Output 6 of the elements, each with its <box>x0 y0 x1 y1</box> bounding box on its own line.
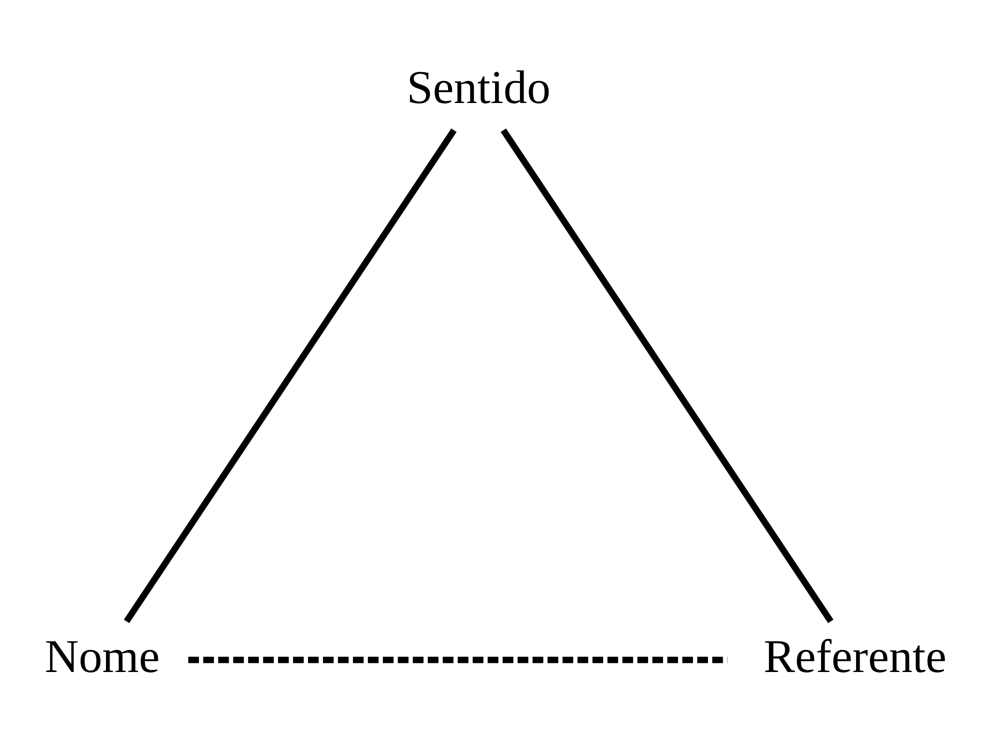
node-text: Nome <box>44 630 160 683</box>
node-text: Sentido <box>406 62 551 114</box>
connector <box>124 128 457 624</box>
connector <box>500 128 834 624</box>
connector <box>188 656 728 664</box>
node-text: Referente <box>764 630 946 683</box>
